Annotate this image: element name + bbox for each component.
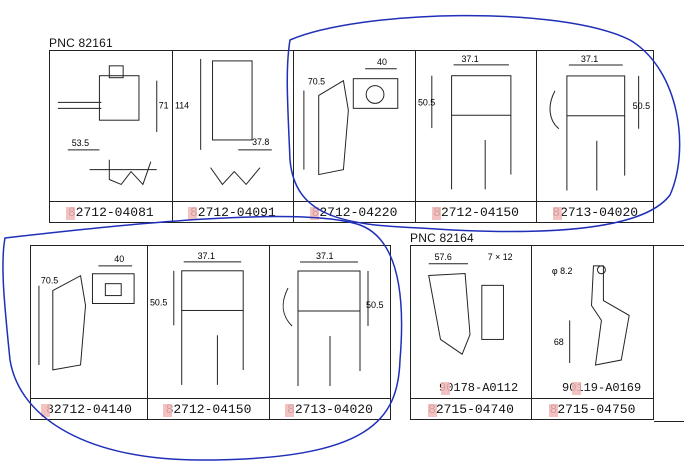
- highlight-mark: [441, 382, 450, 395]
- part-drawing: 71 53.5: [57, 65, 169, 186]
- dim-width: 37.1: [461, 54, 478, 64]
- part-number: 82715-04750: [532, 398, 653, 419]
- dim-height: 70.5: [308, 77, 325, 87]
- part-drawing: φ 8.2 68: [552, 265, 630, 366]
- dim-width: 37.1: [581, 54, 598, 64]
- parts-table-lower-left: 70.5 40 82712-04140 37.1 50.5 82712-0415…: [30, 245, 391, 420]
- part-number: 82712-04091: [172, 201, 294, 222]
- table-edge: [654, 245, 684, 422]
- dim-width: 53.5: [72, 138, 89, 148]
- part-number: 82712-04081: [50, 201, 172, 222]
- dim-height: 50.5: [633, 101, 650, 111]
- pnc-label-82164: PNC 82164: [410, 231, 474, 245]
- part-cell[interactable]: 37.1 50.5 82712-04150: [148, 246, 270, 419]
- highlight-mark: [41, 404, 50, 417]
- part-drawing: 70.5 40: [303, 57, 399, 176]
- dim-height: 50.5: [418, 97, 435, 107]
- dim-height: 68: [554, 337, 564, 347]
- dim-height: 71: [159, 100, 169, 110]
- dim-slot: 7 × 12: [488, 252, 513, 262]
- part-cell[interactable]: 37.1 50.5 82712-04150: [415, 51, 538, 222]
- part-cell[interactable]: 57.6 7 × 12 90178-A0112 82715-04740: [411, 246, 532, 419]
- pnc-label-82161: PNC 82161: [49, 36, 113, 50]
- part-cell[interactable]: 70.5 40 82712-04220: [294, 51, 416, 222]
- dim-height: 50.5: [366, 300, 384, 310]
- highlight-mark: [553, 207, 562, 220]
- parts-table-82164: 57.6 7 × 12 90178-A0112 82715-04740 φ 8.…: [410, 245, 654, 420]
- part-cell[interactable]: φ 8.2 68 90119-A0169 82715-04750: [532, 246, 653, 419]
- dim-width: 57.6: [435, 252, 452, 262]
- highlight-mark: [285, 404, 294, 417]
- highlight-mark: [163, 404, 172, 417]
- sub-part-number: 90119-A0169: [562, 381, 642, 395]
- part-drawing: 37.1 50.5: [282, 251, 384, 386]
- dim-height: 50.5: [150, 298, 167, 308]
- part-cell[interactable]: 114 37.8 82712-04091: [172, 51, 295, 222]
- part-cell[interactable]: 37.1 50.5 82713-04020: [270, 246, 390, 419]
- highlight-mark: [188, 207, 197, 220]
- part-drawing: 114 37.8: [175, 58, 272, 186]
- dim-hole: φ 8.2: [552, 266, 573, 276]
- dim-width: 40: [114, 254, 124, 264]
- part-drawing: 37.1 50.5: [418, 54, 512, 190]
- highlight-mark: [428, 404, 437, 417]
- dim-height: 114: [175, 100, 189, 110]
- dim-width: 37.1: [198, 251, 215, 261]
- dim-width: 37.8: [252, 137, 269, 147]
- part-cell[interactable]: 71 53.5 82712-04081: [50, 51, 173, 222]
- dim-height: 70.5: [41, 276, 58, 286]
- highlight-mark: [66, 207, 75, 220]
- parts-table-82161: 71 53.5 82712-04081 114 37.8 82712-04091…: [49, 50, 654, 223]
- highlight-mark: [432, 207, 441, 220]
- part-drawing: 70.5 40: [38, 254, 135, 371]
- dim-width: 40: [377, 57, 387, 67]
- highlight-mark: [572, 382, 581, 395]
- dim-width: 37.1: [316, 251, 334, 261]
- part-cell[interactable]: 37.1 50.5 82713-04020: [537, 51, 653, 222]
- part-drawing: 37.1 50.5: [150, 251, 244, 385]
- highlight-mark: [310, 207, 319, 220]
- part-drawing: 37.1 50.5: [549, 54, 650, 191]
- part-drawing: 57.6 7 × 12: [428, 252, 513, 355]
- part-cell[interactable]: 70.5 40 82712-04140: [31, 246, 148, 419]
- part-number: 82715-04740: [411, 398, 531, 419]
- highlight-mark: [549, 404, 558, 417]
- sub-part-number: 90178-A0112: [439, 381, 519, 395]
